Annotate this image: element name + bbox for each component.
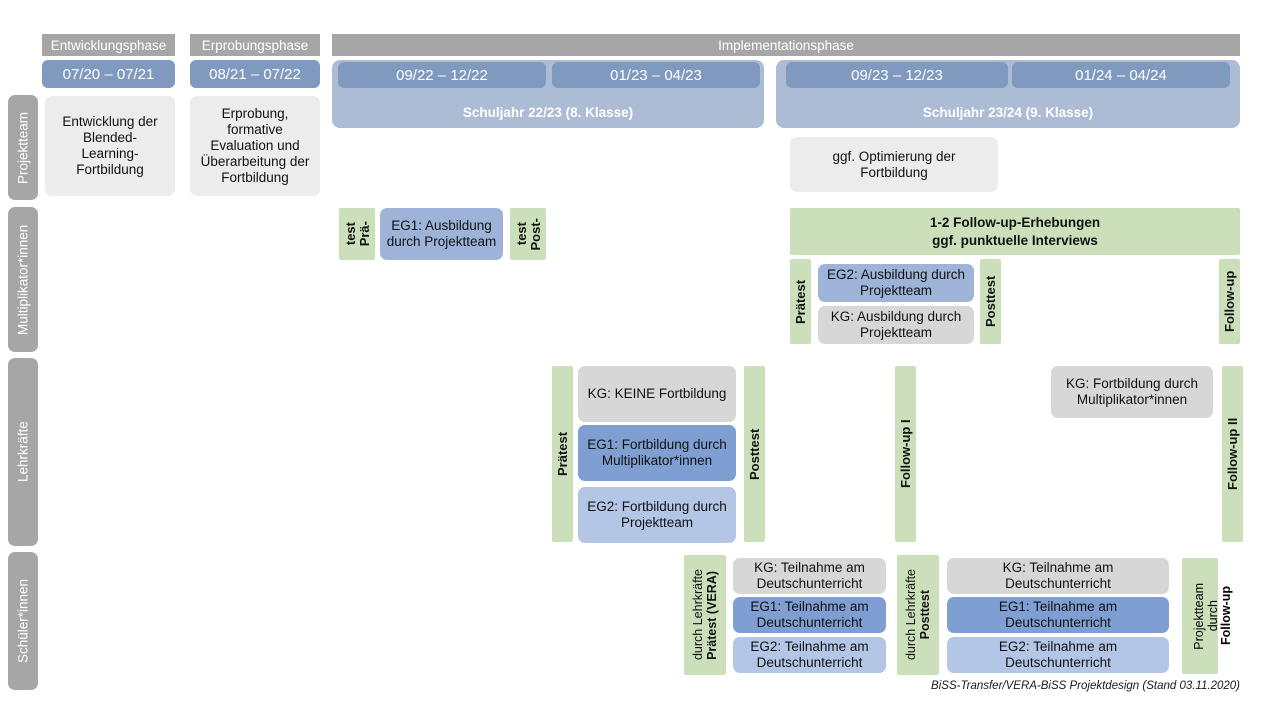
chip-line-2: test <box>342 222 358 246</box>
chip-line-sub-2: Projektteam <box>1192 582 1207 650</box>
chip-line-sub: durch Lehrkräfte <box>904 569 918 661</box>
chip-line-1: Prä- <box>356 221 372 247</box>
sidebar-item-multiplikatorinnen: Multiplikator*innen <box>8 207 38 352</box>
chip-followup-schueler <box>1182 558 1218 674</box>
card-eg2-fortbildung-projektteam: EG2: Fortbildung durch Projektteam <box>578 487 736 543</box>
chip-posttest-multiplikatoren: Post- test <box>510 208 546 260</box>
card-label: KG: Ausbildung durch Projektteam <box>830 309 962 340</box>
chip-praetest-multiplikatoren: Prä- test <box>339 208 375 260</box>
sidebar-item-projektteam: Projektteam <box>8 95 38 200</box>
chip-posttest-schueler: Posttest durch Lehrkräfte <box>897 555 939 675</box>
period-chip-0123-0423: 01/23 – 04/23 <box>552 62 760 88</box>
phase-header-label: Implementationsphase <box>718 37 854 53</box>
period-chip-0124-0424: 01/24 – 04/24 <box>1012 62 1230 88</box>
phase-header-erprobungsphase: Erprobungsphase <box>190 34 320 56</box>
banner-line-1: 1-2 Follow-up-Erhebungen <box>929 214 1101 230</box>
phase-header-label: Entwicklungsphase <box>50 37 167 53</box>
footer-caption: BiSS-Transfer/VERA-BiSS Projektdesign (S… <box>860 680 1240 696</box>
footer-label: BiSS-Transfer/VERA-BiSS Projektdesign (S… <box>931 680 1240 692</box>
card-kg-teilnahme-deutschunterricht-2: KG: Teilnahme am Deutschunterricht <box>947 558 1169 594</box>
period-label: 09/22 – 12/22 <box>396 66 488 84</box>
sidebar-item-label: Projektteam <box>15 111 31 184</box>
card-label: EG2: Fortbildung durch Projektteam <box>587 499 727 530</box>
card-entwicklung-fortbildung: Entwicklung der Blended-Learning-Fortbil… <box>45 96 175 196</box>
banner-line-2: ggf. punktuelle Interviews <box>932 232 1098 248</box>
period-label: 01/23 – 04/23 <box>610 66 702 84</box>
sidebar-item-label: Schüler*innen <box>15 578 31 664</box>
chip-followup-multiplikatoren: Follow-up <box>1219 259 1240 344</box>
period-chip-0922-1222: 09/22 – 12/22 <box>338 62 546 88</box>
card-kg-ausbildung-projektteam: KG: Ausbildung durch Projektteam <box>818 306 974 344</box>
chip-posttest-lehrkraefte: Posttest <box>744 366 765 542</box>
card-label: EG1: Fortbildung durch Multiplikator*inn… <box>587 437 727 468</box>
card-label: EG1: Teilnahme am Deutschunterricht <box>998 599 1118 630</box>
chip-followup-schueler-labels: Follow-up durch Projektteam <box>1182 552 1244 680</box>
card-label: ggf. Optimierung der Fortbildung <box>832 148 956 180</box>
card-optimierung-fortbildung: ggf. Optimierung der Fortbildung <box>790 137 998 192</box>
card-label: Entwicklung der Blended-Learning-Fortbil… <box>62 114 158 177</box>
sidebar-item-lehrkraefte: Lehrkräfte <box>8 358 38 546</box>
period-chip-0923-1223: 09/23 – 12/23 <box>786 62 1008 88</box>
card-label: EG2: Ausbildung durch Projektteam <box>826 267 966 298</box>
card-label: Erprobung, formative Evaluation und Über… <box>200 106 310 185</box>
chip-label: Prätest <box>555 431 570 477</box>
school-year-label: Schuljahr 22/23 (8. Klasse) <box>462 105 634 120</box>
chip-label: Posttest <box>747 428 762 480</box>
sidebar-item-label: Lehrkräfte <box>15 421 31 483</box>
card-label: KG: Teilnahme am Deutschunterricht <box>754 560 865 591</box>
chip-line-bold: Prätest (VERA) <box>704 570 719 660</box>
card-kg-keine-fortbildung: KG: KEINE Fortbildung <box>578 366 736 422</box>
chip-praetest-lehrkraefte: Prätest <box>552 366 573 542</box>
chip-praetest-multiplikatoren-2: Prätest <box>790 259 811 344</box>
chip-line-1: Post- <box>527 217 543 251</box>
card-kg-teilnahme-deutschunterricht-1: KG: Teilnahme am Deutschunterricht <box>733 558 886 594</box>
phase-header-entwicklungsphase: Entwicklungsphase <box>42 34 175 56</box>
chip-label: Posttest <box>983 275 998 328</box>
card-label: KG: KEINE Fortbildung <box>587 386 727 402</box>
phase-header-implementationsphase: Implementationsphase <box>332 34 1240 56</box>
chip-label: Prätest <box>793 279 808 324</box>
card-eg2-teilnahme-deutschunterricht-1: EG2: Teilnahme am Deutschunterricht <box>733 637 886 673</box>
chip-line-bold: Follow-up <box>1219 586 1234 646</box>
period-label: 01/24 – 04/24 <box>1075 66 1167 84</box>
school-year-label: Schuljahr 23/24 (9. Klasse) <box>922 105 1094 120</box>
chip-followup-2-lehrkraefte: Follow-up II <box>1222 366 1243 542</box>
sidebar-item-schuelerinnen: Schüler*innen <box>8 552 38 690</box>
card-eg1-ausbildung-projektteam: EG1: Ausbildung durch Projektteam <box>380 208 503 260</box>
card-eg1-fortbildung-multiplikatoren: EG1: Fortbildung durch Multiplikator*inn… <box>578 425 736 481</box>
period-chip-0821-0722: 08/21 – 07/22 <box>190 60 320 88</box>
chip-posttest-multiplikatoren-2: Posttest <box>980 259 1001 344</box>
card-label: EG2: Teilnahme am Deutschunterricht <box>750 639 869 670</box>
card-erprobung-evaluation: Erprobung, formative Evaluation und Über… <box>190 96 320 196</box>
chip-label: Follow-up II <box>1225 417 1240 491</box>
chip-followup-1-lehrkraefte: Follow-up I <box>895 366 916 542</box>
period-label: 08/21 – 07/22 <box>209 65 301 83</box>
chip-label: Follow-up <box>1222 270 1237 333</box>
period-label: 07/20 – 07/21 <box>62 65 155 83</box>
card-label: EG2: Teilnahme am Deutschunterricht <box>998 639 1118 670</box>
card-label: EG1: Ausbildung durch Projektteam <box>386 218 497 249</box>
period-label: 09/23 – 12/23 <box>851 66 943 84</box>
period-chip-0720-0721: 07/20 – 07/21 <box>42 60 175 88</box>
card-eg2-ausbildung-projektteam: EG2: Ausbildung durch Projektteam <box>818 264 974 302</box>
chip-line-sub: durch Lehrkräfte <box>691 569 705 661</box>
phase-header-label: Erprobungsphase <box>201 37 309 53</box>
card-eg1-teilnahme-deutschunterricht-1: EG1: Teilnahme am Deutschunterricht <box>733 597 886 633</box>
card-eg1-teilnahme-deutschunterricht-2: EG1: Teilnahme am Deutschunterricht <box>947 597 1169 633</box>
chip-line-2: test <box>513 222 529 246</box>
card-label: EG1: Teilnahme am Deutschunterricht <box>750 599 869 630</box>
chip-praetest-vera-schueler: Prätest (VERA) durch Lehrkräfte <box>684 555 726 675</box>
sidebar-item-label: Multiplikator*innen <box>15 224 31 335</box>
chip-line-bold: Posttest <box>917 590 932 640</box>
chip-label: Follow-up I <box>898 419 913 489</box>
card-label: KG: Fortbildung durch Multiplikator*inne… <box>1065 376 1199 407</box>
chip-line-sub-1: durch <box>1205 600 1220 632</box>
card-label: KG: Teilnahme am Deutschunterricht <box>1002 560 1114 591</box>
card-kg-fortbildung-multiplikatoren: KG: Fortbildung durch Multiplikator*inne… <box>1051 366 1213 418</box>
banner-followup-erhebungen: 1-2 Follow-up-Erhebungen ggf. punktuelle… <box>790 208 1240 255</box>
card-eg2-teilnahme-deutschunterricht-2: EG2: Teilnahme am Deutschunterricht <box>947 637 1169 673</box>
